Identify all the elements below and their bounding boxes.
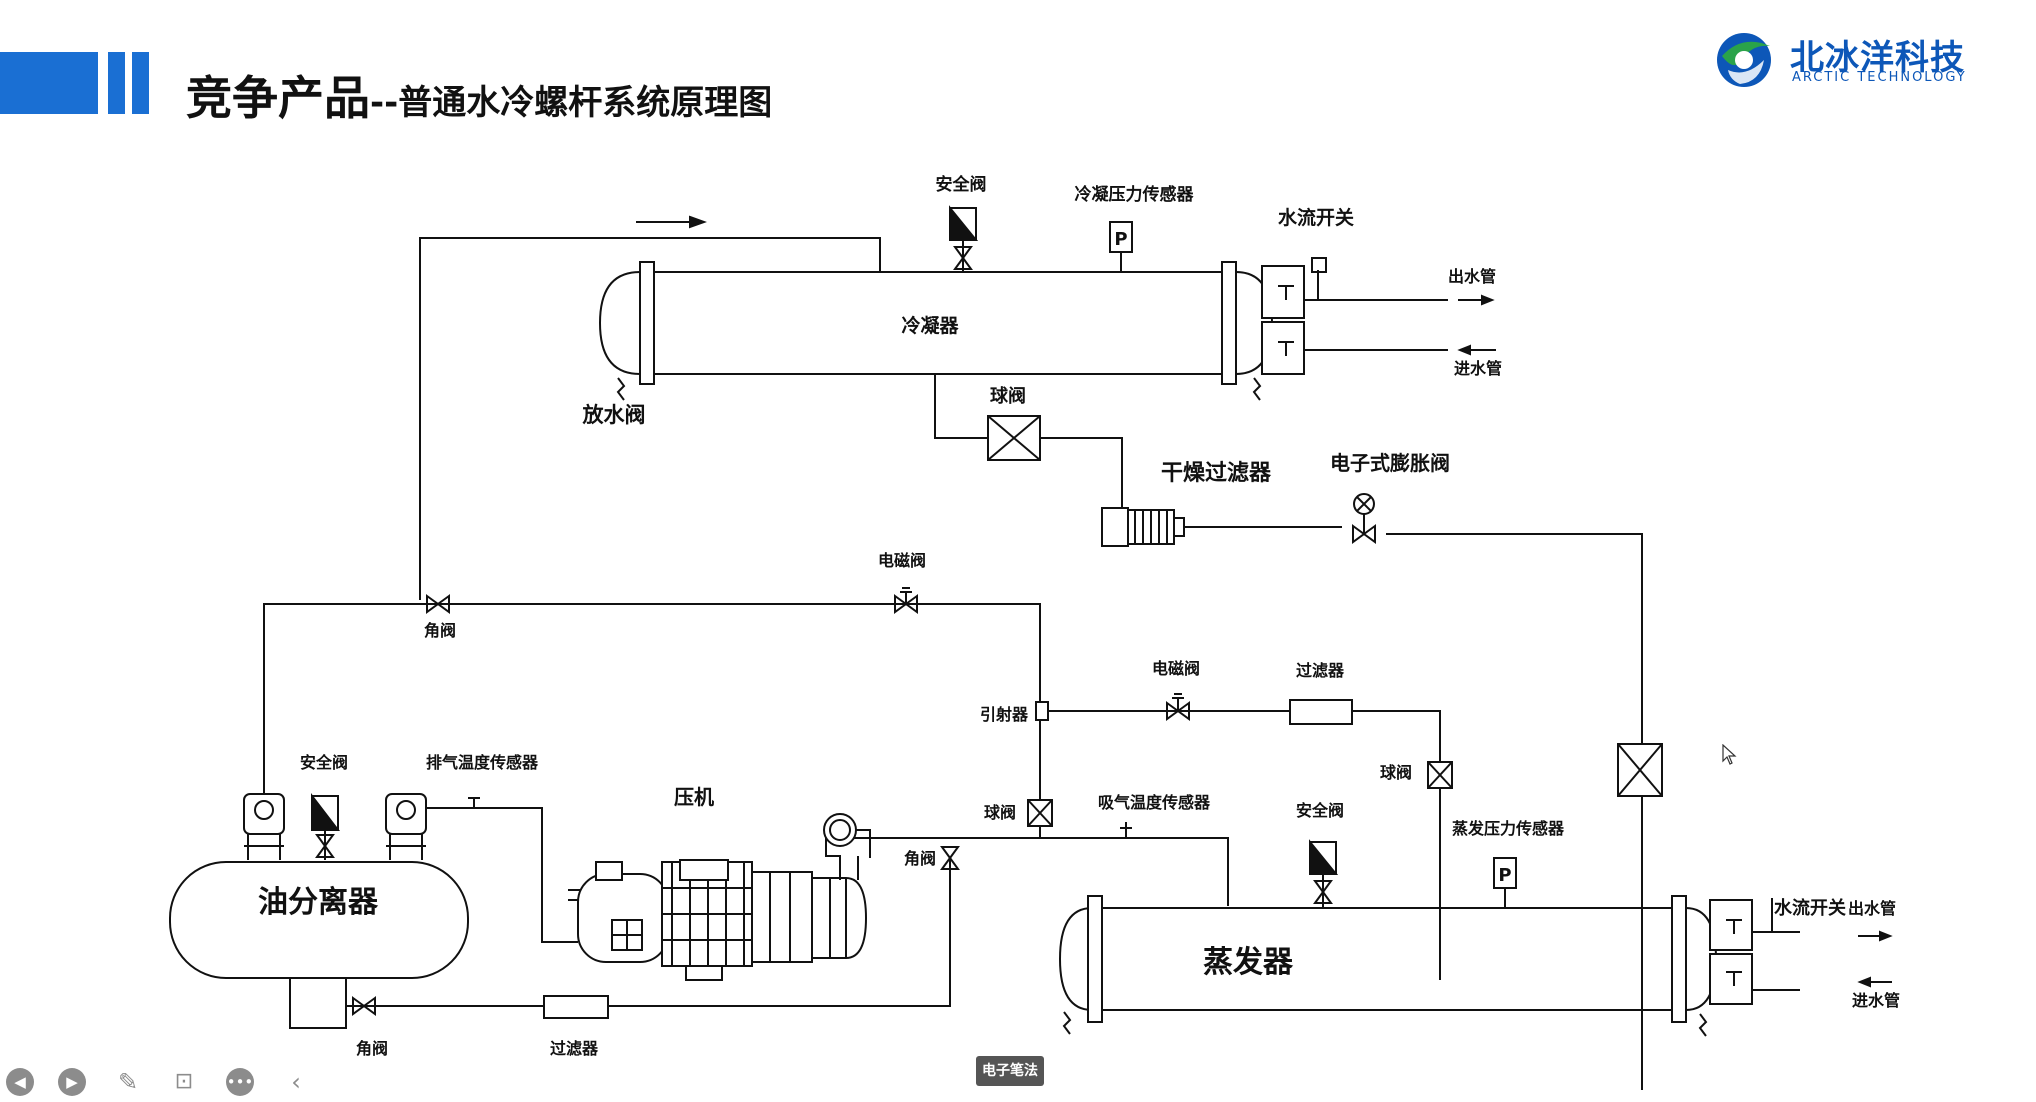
flow-arrows	[1457, 294, 1893, 988]
tooltip: 电子笔法	[976, 1056, 1044, 1086]
chevron-left-icon[interactable]: ‹	[291, 1068, 301, 1096]
water-valve-box	[1261, 321, 1305, 375]
label-evaporator: 蒸发器	[1203, 945, 1294, 980]
page-title-sub: --普通水冷螺杆系统原理图	[370, 83, 773, 123]
label-water-in-bottom: 进水管	[1852, 991, 1900, 1010]
condenser-vessel	[598, 261, 1274, 385]
pressure-symbol: P	[1114, 229, 1127, 250]
label-safety-valve-oil: 安全阀	[300, 753, 348, 772]
header-accent-bar	[0, 52, 98, 114]
label-discharge-temp-sensor: 排气温度传感器	[426, 753, 539, 772]
page-title-main: 竞争产品	[186, 71, 370, 125]
oil-separator-vessel	[169, 861, 469, 979]
label-cond-pressure-sensor: 冷凝压力传感器	[1075, 184, 1195, 205]
label-solenoid-valve-2: 电磁阀	[1152, 659, 1200, 678]
header-accent-stripe	[108, 52, 125, 114]
next-slide-icon[interactable]: ▶	[58, 1068, 86, 1096]
label-water-flow-switch-bottom: 水流开关	[1774, 897, 1846, 919]
pen-icon[interactable]: ✎	[117, 1068, 139, 1096]
label-strainer-2: 过滤器	[550, 1039, 599, 1058]
page-title: 竞争产品--普通水冷螺杆系统原理图	[186, 62, 772, 128]
label-water-out-bottom: 出水管	[1848, 899, 1896, 918]
logo-name-cn: 北冰洋科技	[1790, 38, 1965, 78]
evaporator-vessel	[1058, 895, 1718, 1023]
label-ejector: 引射器	[980, 705, 1029, 724]
presentation-toolbar: ◀ ▶ ✎ ⊡ ••• ‹	[0, 1060, 340, 1102]
more-icon[interactable]: •••	[226, 1068, 254, 1096]
company-logo: 北冰洋科技 ARCTIC TECHNOLOGY	[1712, 26, 1982, 96]
label-safety-valve-top: 安全阀	[936, 174, 987, 195]
compressor-unit	[568, 813, 868, 981]
prev-slide-icon[interactable]: ◀	[6, 1068, 34, 1096]
label-suction-temp-sensor: 吸气温度传感器	[1098, 793, 1211, 812]
label-exp-valve: 电子式膨胀阀	[1330, 451, 1450, 475]
pressure-symbol: P	[1498, 865, 1511, 886]
label-water-in-top: 进水管	[1454, 359, 1502, 378]
label-ball-valve-mid: 球阀	[984, 803, 1016, 822]
label-solenoid-valve-1: 电磁阀	[878, 551, 926, 570]
label-compressor: 压机	[674, 785, 714, 809]
water-valve-box	[1261, 265, 1305, 319]
label-water-flow-switch-top: 水流开关	[1278, 206, 1354, 229]
label-strainer-1: 过滤器	[1296, 661, 1345, 680]
logo-name-en: ARCTIC TECHNOLOGY	[1792, 70, 1967, 85]
label-safety-valve-evap: 安全阀	[1296, 801, 1344, 820]
label-ball-valve-top: 球阀	[990, 385, 1026, 407]
label-angle-valve-3: 角阀	[356, 1039, 388, 1058]
label-oil-separator: 油分离器	[258, 885, 379, 920]
label-filter-drier: 干燥过滤器	[1161, 461, 1272, 486]
label-condenser: 冷凝器	[901, 314, 959, 337]
label-ball-valve-right: 球阀	[1380, 763, 1412, 782]
label-drain-valve: 放水阀	[582, 403, 646, 427]
label-water-out-top: 出水管	[1448, 267, 1496, 286]
logo-mark-icon	[1717, 33, 1771, 87]
zoom-icon[interactable]: ⊡	[174, 1069, 194, 1094]
label-angle-valve-2: 角阀	[904, 849, 936, 868]
label-angle-valve-1: 角阀	[424, 621, 456, 640]
label-evap-pressure-sensor: 蒸发压力传感器	[1452, 819, 1565, 838]
header-accent-stripe	[132, 52, 149, 114]
mouse-cursor-icon	[1722, 744, 1737, 765]
